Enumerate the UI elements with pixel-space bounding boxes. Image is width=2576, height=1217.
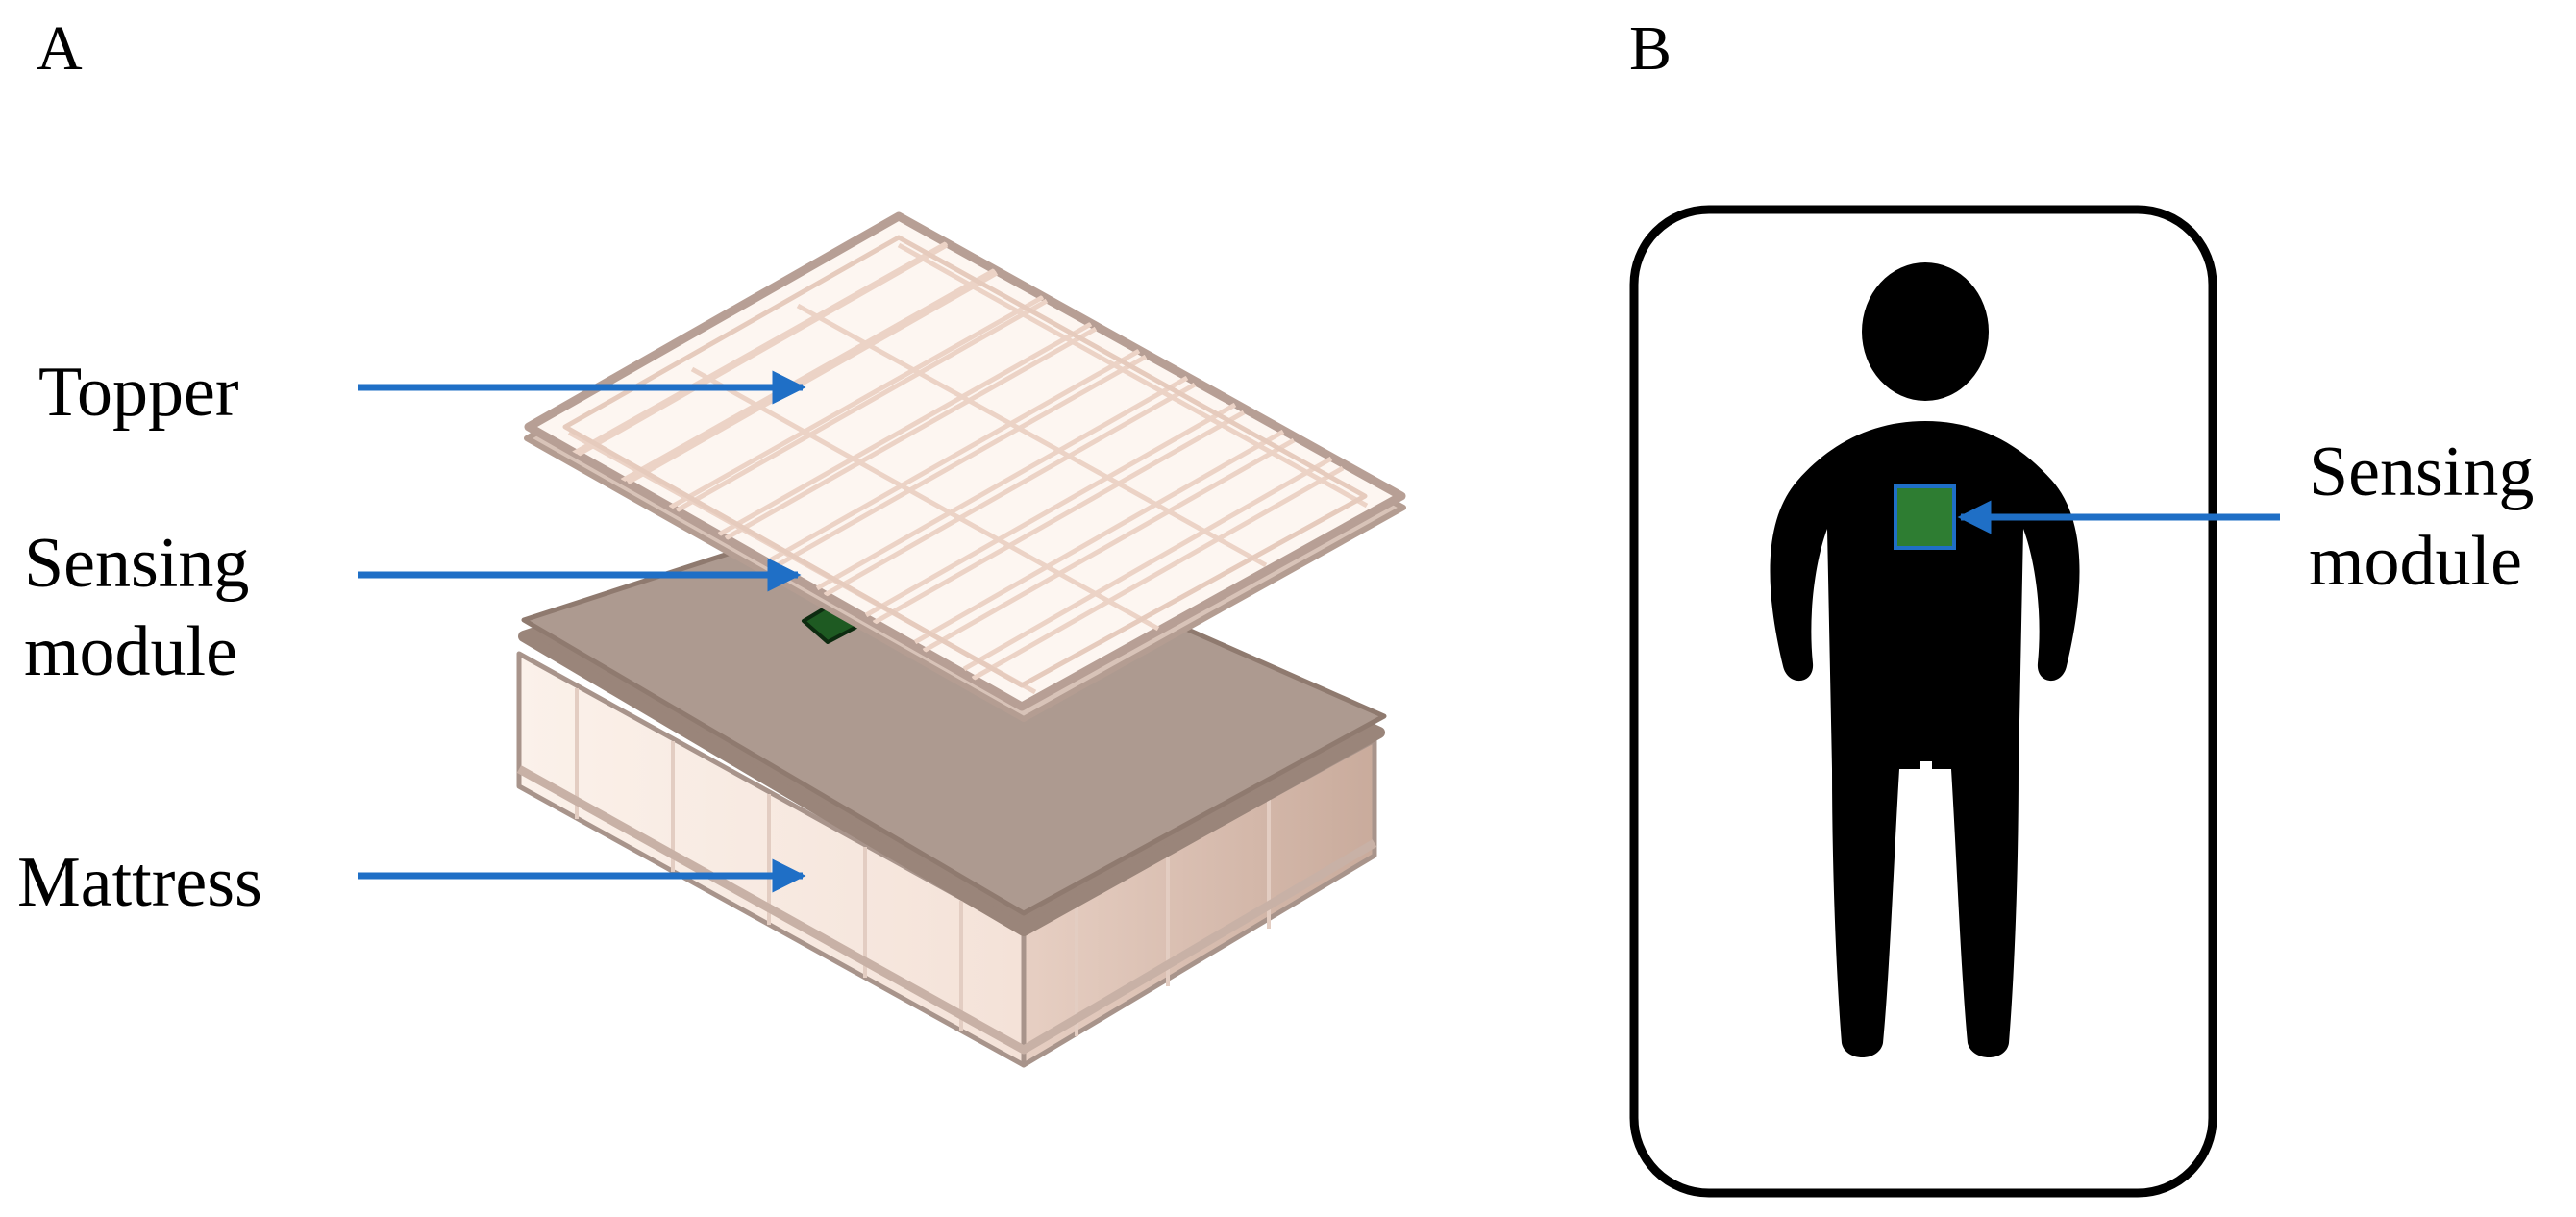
panel-b-letter: B	[1629, 13, 1672, 84]
label-sensing-module-b-line2: module	[2309, 522, 2522, 601]
sensing-module-body	[1894, 484, 1956, 550]
topper-quilt-grid	[567, 240, 1369, 695]
topper-illustration	[524, 211, 1406, 722]
label-mattress: Mattress	[17, 843, 262, 922]
label-sensing-module-a-line1: Sensing	[24, 524, 249, 603]
leg-gap	[1920, 761, 1932, 1050]
panel-a-letter: A	[37, 13, 83, 84]
label-sensing-module-b-line1: Sensing	[2309, 433, 2534, 511]
panel-a: A	[17, 13, 1406, 1068]
label-sensing-module-a-line2: module	[24, 612, 237, 691]
mattress-bottom-piping	[516, 765, 1377, 1055]
person-silhouette	[1770, 262, 2080, 1057]
mattress-illustration	[516, 497, 1387, 1068]
panel-b: B Sensing module	[1629, 13, 2534, 1198]
label-topper: Topper	[38, 353, 239, 432]
